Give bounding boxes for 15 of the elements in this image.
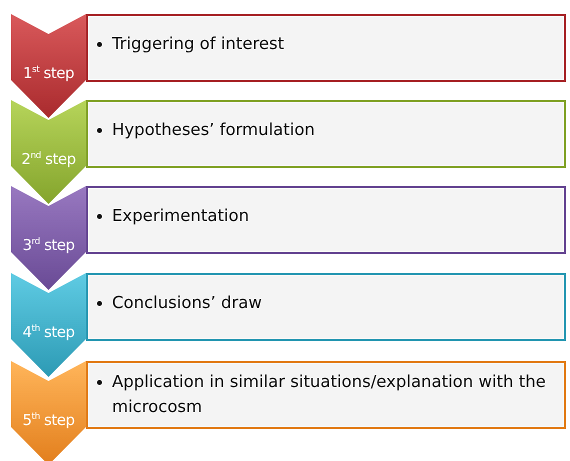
step-label: 5$^{th}$ step — [22, 411, 76, 429]
step-box — [86, 273, 566, 341]
step-description: Application in similar situations/explanation with the microcosm — [112, 371, 547, 418]
step-box — [86, 100, 566, 168]
step-label: 1$^{st}$ step — [22, 64, 75, 82]
step-box — [86, 14, 566, 82]
step-label: 2$^{nd}$ step — [20, 150, 77, 168]
step-description: Triggering of interest — [112, 33, 286, 55]
step-description: Hypotheses’ formulation — [112, 119, 316, 141]
step-description: Conclusions’ draw — [112, 292, 263, 314]
step-box — [86, 186, 566, 254]
step-label: 4$^{th}$ step — [22, 323, 76, 341]
step-box — [86, 361, 566, 429]
step-description: Experimentation — [112, 205, 250, 227]
step-label: 3$^{rd}$ step — [21, 236, 76, 254]
